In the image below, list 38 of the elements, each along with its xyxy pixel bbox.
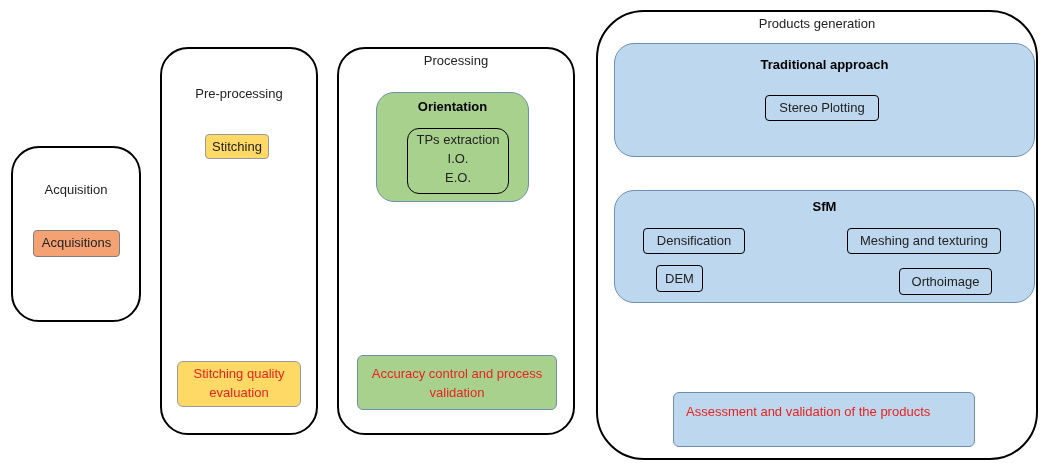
node-text: Pre-processing: [195, 85, 283, 103]
node-text: Accuracy control and process validation: [370, 365, 544, 402]
node-text: Meshing and texturing: [860, 232, 988, 250]
node-text: Densification: [656, 232, 732, 250]
process-box: [847, 228, 1001, 254]
node-text: E.O.: [445, 169, 471, 187]
node-text: Products generation: [758, 15, 876, 33]
process-box: [765, 95, 879, 121]
node-text: I.O.: [447, 150, 469, 168]
node-text: SfM: [812, 198, 837, 216]
stage-box: [11, 146, 141, 322]
node-text: Processing: [423, 52, 489, 70]
node-text: Stereo Plotting: [779, 99, 865, 117]
process-box: [899, 268, 992, 295]
process-box: [643, 228, 745, 254]
node-text: Assessment and validation of the products: [686, 403, 932, 421]
process-box: [357, 355, 557, 410]
stage-box: [596, 10, 1038, 460]
stage-box: [160, 47, 318, 435]
process-box: [407, 128, 509, 194]
process-box: [205, 134, 269, 159]
node-text: Traditional approach: [760, 56, 889, 74]
group-box: [376, 92, 529, 202]
node-text: Acquisitions: [41, 234, 112, 252]
node-text: DEM: [665, 270, 694, 288]
process-box: [33, 230, 120, 257]
process-box: [177, 361, 301, 407]
group-box: [614, 190, 1035, 303]
process-box: [673, 392, 975, 447]
node-text: Acquisition: [44, 181, 108, 199]
node-text: Orthoimage: [911, 273, 980, 291]
node-text: Orientation: [417, 98, 488, 116]
node-text: Stitching quality evaluation: [192, 365, 286, 402]
node-text: TPs extraction: [416, 131, 500, 149]
process-box: [656, 265, 703, 292]
stage-box: [337, 47, 575, 435]
node-text: Stitching: [212, 138, 262, 156]
group-box: [614, 43, 1035, 157]
